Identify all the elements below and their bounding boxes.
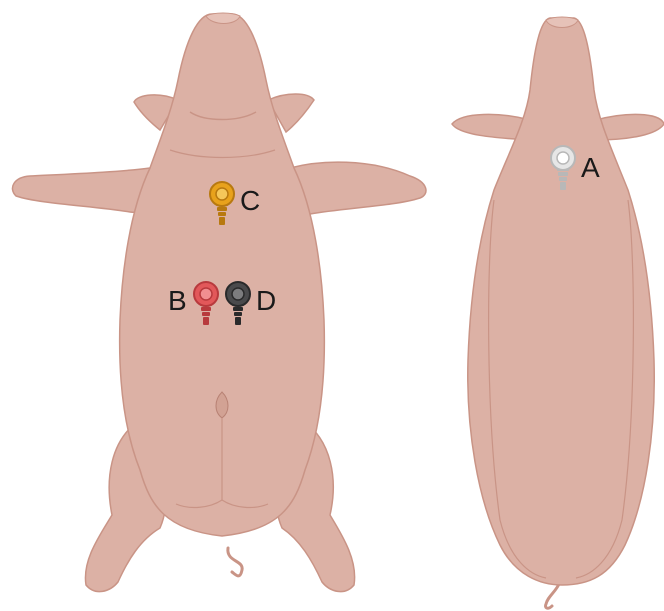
electrode-label-a: A <box>581 152 600 183</box>
ventral-pig-left-front-leg <box>12 168 155 212</box>
electrode-label-c: C <box>240 185 260 216</box>
dorsal-pig-tail <box>545 582 560 608</box>
electrode-label-b: B <box>168 285 187 316</box>
electrode-label-d: D <box>256 285 276 316</box>
ventral-pig-body <box>12 13 426 592</box>
ventral-pig-tail <box>228 548 242 576</box>
dorsal-pig-torso <box>468 18 654 585</box>
dorsal-pig-body <box>452 17 664 608</box>
